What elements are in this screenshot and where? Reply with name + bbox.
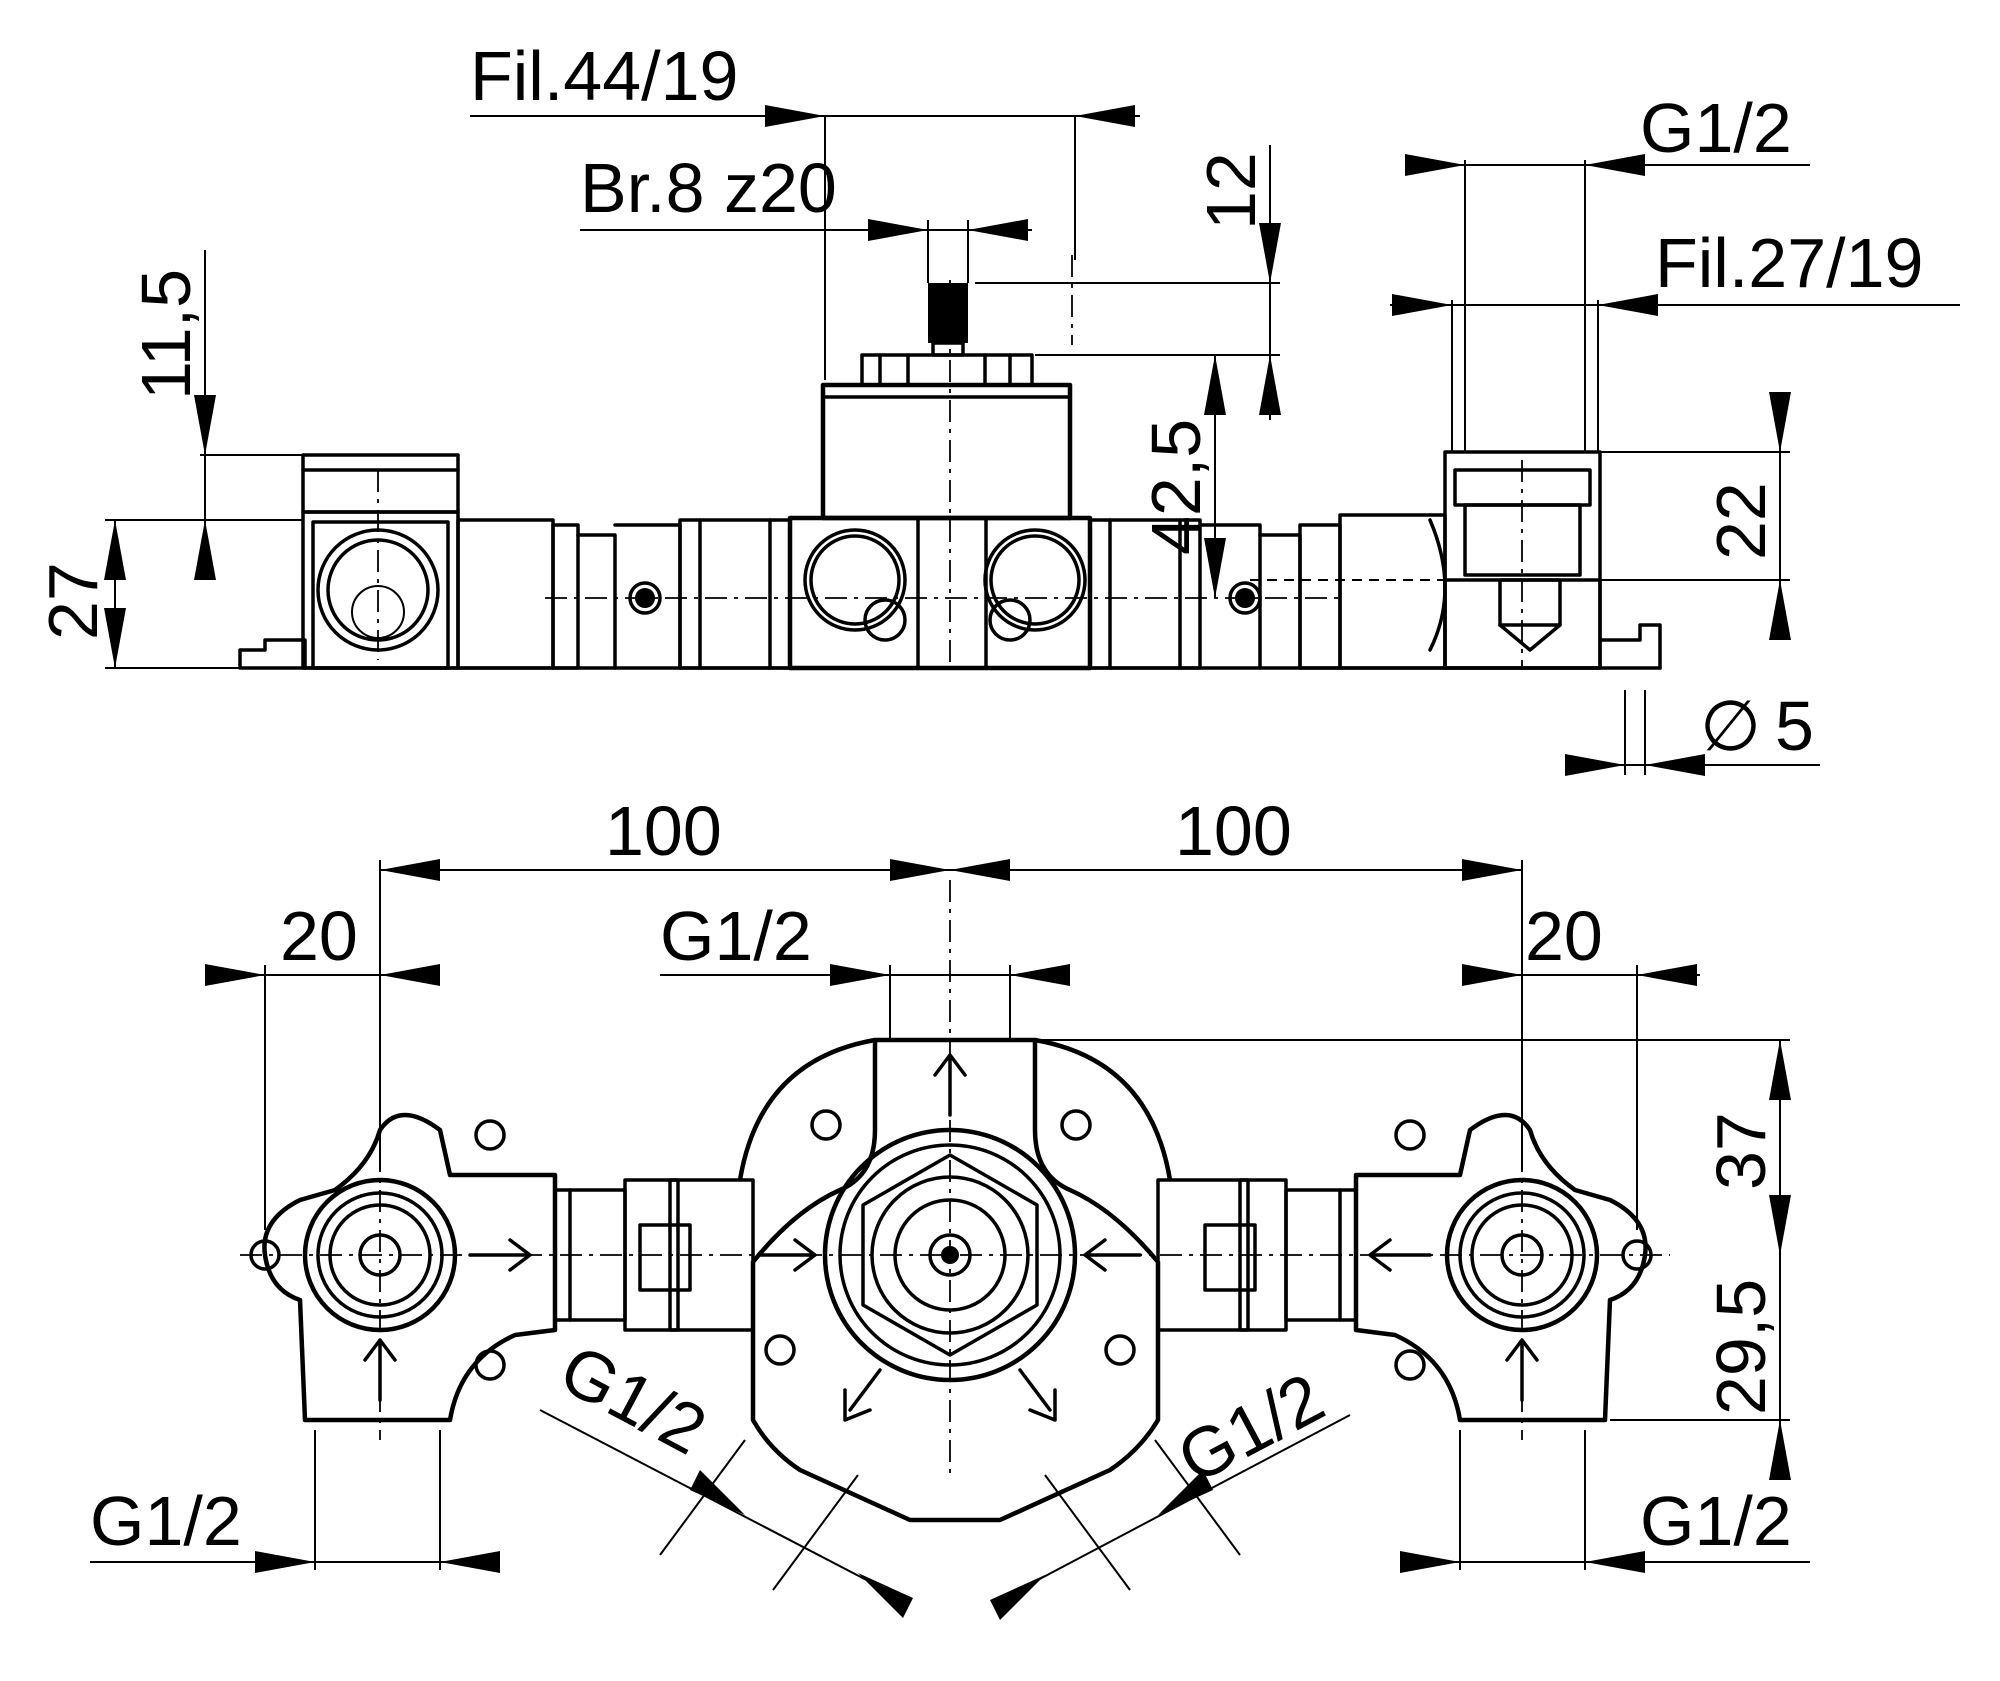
- label-dim-27: 27: [34, 562, 112, 640]
- label-dim-5: 5: [1775, 687, 1814, 765]
- label-dim-42-5: 42,5: [1137, 419, 1215, 555]
- label-fil-44-19: Fil.44/19: [470, 37, 738, 115]
- dimension-lines: [90, 105, 1960, 1620]
- label-fil-27-19: Fil.27/19: [1655, 224, 1923, 302]
- side-elevation-view: [238, 255, 1662, 671]
- label-dim-11-5: 11,5: [127, 269, 205, 400]
- label-br-8-z20: Br.8 z20: [580, 149, 837, 227]
- label-dim-100-right: 100: [1175, 792, 1292, 870]
- label-g12-top-right: G1/2: [1640, 89, 1792, 167]
- label-g12-bottom-right: G1/2: [1640, 1482, 1792, 1560]
- label-g12-diagonal-right: G1/2: [1165, 1358, 1336, 1498]
- diameter-symbol: ∅: [1700, 687, 1761, 765]
- label-dim-20-right: 20: [1525, 897, 1603, 975]
- label-dim-20-left: 20: [280, 897, 358, 975]
- label-dim-22: 22: [1702, 482, 1780, 560]
- label-dim-12: 12: [1192, 152, 1270, 230]
- label-g12-top-center: G1/2: [660, 897, 812, 975]
- label-dim-37: 37: [1702, 1112, 1780, 1190]
- label-g12-bottom-left: G1/2: [90, 1482, 242, 1560]
- dimension-labels: Fil.44/19 Br.8 z20 12 G1/2 Fil.27/19 11,…: [34, 37, 1923, 1560]
- label-g12-diagonal-left: G1/2: [548, 1329, 719, 1469]
- label-dim-100-left: 100: [605, 792, 722, 870]
- label-dim-29-5: 29,5: [1702, 1279, 1780, 1415]
